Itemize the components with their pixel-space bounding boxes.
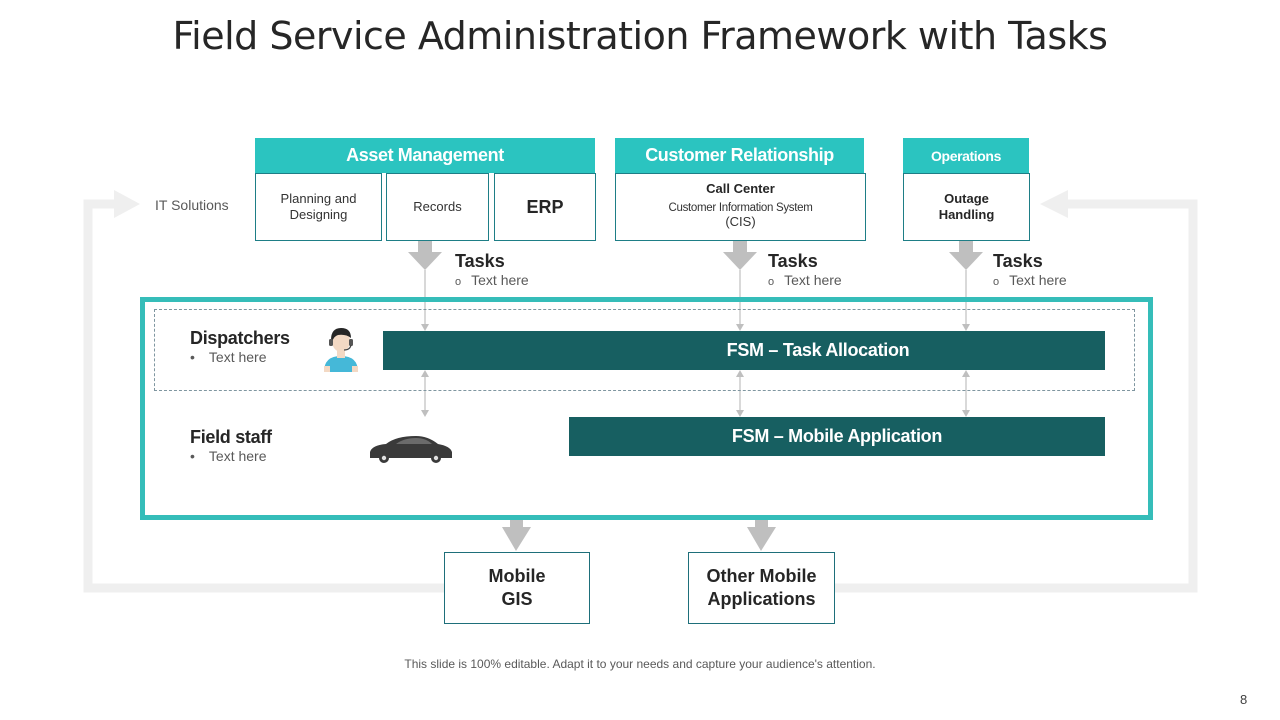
erp-text: ERP [526,196,564,217]
mobile-gis-line2: GIS [501,589,533,609]
tasks-item: o Text here [455,272,529,288]
page-number: 8 [1240,692,1248,707]
planning-designing-cell: Planning and Designing [255,173,382,241]
customer-relationship-header: Customer Relationship [615,138,864,173]
call-center-title: Call Center [706,181,775,196]
dispatchers-item-text: Text here [208,349,267,365]
task-arrow-3 [949,241,983,331]
fsm-mobile-application-label: FSM – Mobile Application [731,426,943,446]
slide-title: Field Service Administration Framework w… [172,14,1108,58]
car-icon [370,436,452,463]
other-mobile-line2: Applications [707,589,816,609]
bidirectional-arrow-2 [736,370,744,417]
tasks-block-3: Tasks o Text here [993,251,1067,288]
fsm-frame [140,297,1153,520]
fsm-task-allocation-bar: FSM – Task Allocation [383,331,1105,370]
field-staff-block: Field staff • Text here [190,427,272,464]
outage-handling-text: Outage Handling [938,191,995,222]
circle-bullet-icon: o [993,276,1000,288]
footer-note: This slide is 100% editable. Adapt it to… [404,657,876,671]
field-staff-title: Field staff [190,427,272,447]
dot-bullet-icon: • [190,349,195,365]
tasks-block-2: Tasks o Text here [768,251,842,288]
output-arrow-mobile-gis [502,518,531,551]
fsm-mobile-application-bar: FSM – Mobile Application [569,417,1105,456]
task-arrow-1 [408,241,442,331]
bidirectional-arrow-3 [962,370,970,417]
task-arrow-2 [723,241,757,331]
mobile-gis-line1: Mobile [488,566,546,586]
call-center-cell: Call Center Customer Information System … [615,173,866,241]
records-cell: Records [386,173,489,241]
tasks-title: Tasks [993,251,1043,271]
dot-bullet-icon: • [190,448,195,464]
circle-bullet-icon: o [768,276,775,288]
headset-agent-icon [324,328,358,372]
dispatchers-item: • Text here [190,349,290,365]
field-staff-item: • Text here [190,448,272,464]
field-staff-item-text: Text here [208,448,267,464]
right-loop-line [835,199,1198,593]
tasks-title: Tasks [455,251,505,271]
output-arrow-other-mobile [747,518,776,551]
other-mobile-line1: Other Mobile [706,566,817,586]
tasks-block-1: Tasks o Text here [455,251,529,288]
tasks-item-text: Text here [471,272,529,288]
circle-bullet-icon: o [455,276,462,288]
planning-designing-text: Planning and Designing [280,191,357,222]
asset-management-header: Asset Management [255,138,595,173]
left-loop-arrowhead [114,190,140,218]
tasks-item-text: Text here [1009,272,1067,288]
tasks-title: Tasks [768,251,818,271]
outage-handling-cell: Outage Handling [903,173,1030,241]
fsm-task-allocation-label: FSM – Task Allocation [726,340,910,360]
dispatchers-title: Dispatchers [190,328,290,348]
left-loop-line [83,199,445,593]
dispatch-zone [154,309,1135,391]
right-loop-arrowhead [1040,190,1068,218]
erp-cell: ERP [494,173,596,241]
tasks-item: o Text here [768,272,842,288]
records-text: Records [413,199,462,214]
operations-header: Operations [903,138,1029,173]
cis-text: Customer Information System [668,202,813,214]
it-solutions-label: IT Solutions [155,197,229,213]
tasks-item-text: Text here [784,272,842,288]
bidirectional-arrow-1 [421,370,429,417]
tasks-item: o Text here [993,272,1067,288]
dispatchers-block: Dispatchers • Text here [190,328,290,365]
cis-abbrev: (CIS) [725,214,756,229]
